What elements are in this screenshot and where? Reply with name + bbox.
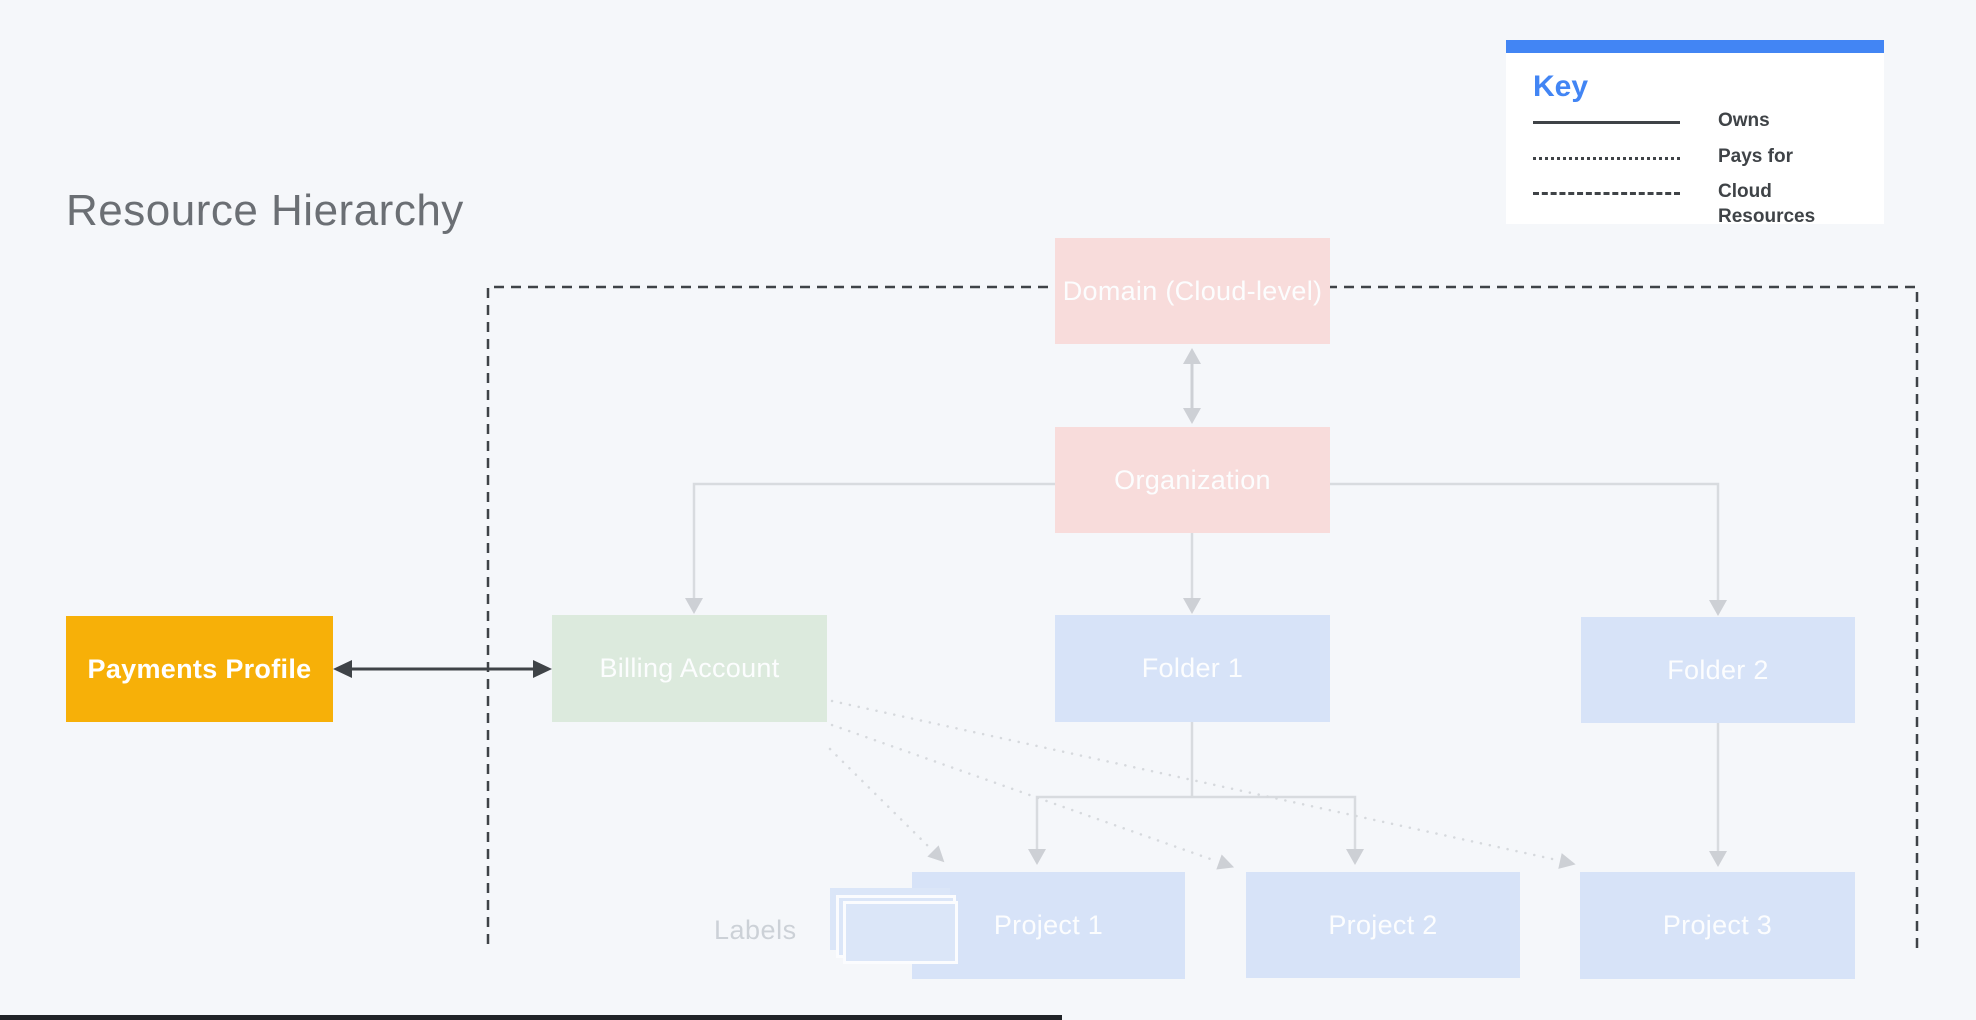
node-folder-2: Folder 2 <box>1581 617 1855 723</box>
org-to-folder2-connector <box>1330 482 1727 616</box>
node-payments-profile: Payments Profile <box>66 616 333 722</box>
node-organization: Organization <box>1055 427 1330 533</box>
legend-title: Key <box>1533 70 1589 103</box>
legend-cloud-resources-label: Cloud Resources <box>1718 181 1816 227</box>
legend-owns-label: Owns <box>1718 110 1770 131</box>
cloud-resources-boundary-dashed-line <box>486 285 1919 953</box>
folder1-to-projects-connector <box>1028 722 1364 865</box>
billing-pays-for-project3-dotted-line <box>830 699 1576 869</box>
node-project-2: Project 2 <box>1246 872 1520 978</box>
legend-pays-for-label: Pays for <box>1718 146 1793 167</box>
labels-caption: Labels <box>714 915 797 945</box>
folder2-to-project3-connector <box>1709 723 1727 867</box>
node-organization-label: Organization <box>1114 464 1271 495</box>
node-billing-account-label: Billing Account <box>599 653 780 683</box>
node-domain-label: Domain (Cloud-level) <box>1062 275 1323 306</box>
label-card-front <box>843 901 958 964</box>
org-to-folder1-connector <box>1183 533 1201 614</box>
node-folder-1: Folder 1 <box>1055 615 1330 722</box>
node-project-3: Project 3 <box>1580 872 1855 979</box>
node-domain: Domain (Cloud-level) <box>1055 238 1330 344</box>
window-bottom-edge <box>0 1015 1062 1020</box>
legend-key-panel: Key Owns Pays for Cloud Resources <box>1506 40 1884 227</box>
domain-organization-link <box>1183 348 1201 424</box>
billing-pays-for-project2-dotted-line <box>830 723 1235 870</box>
legend-cloud-resources-line-sample <box>1533 192 1680 195</box>
org-to-billing-connector <box>685 482 1055 614</box>
payments-billing-owns-link <box>333 660 552 678</box>
node-folder-2-label: Folder 2 <box>1667 654 1769 685</box>
node-project-1-label: Project 1 <box>993 910 1104 940</box>
legend-pays-for-line-sample <box>1533 157 1680 160</box>
legend-owns-line-sample <box>1533 121 1680 124</box>
legend-accent-bar <box>1506 40 1884 53</box>
node-billing-account: Billing Account <box>552 615 827 722</box>
node-folder-1-label: Folder 1 <box>1141 653 1244 683</box>
page-title: Resource Hierarchy <box>66 186 464 235</box>
node-project-2-label: Project 2 <box>1328 909 1438 940</box>
node-project-3-label: Project 3 <box>1662 910 1773 940</box>
billing-pays-for-project1-dotted-line <box>828 747 945 863</box>
node-payments-profile-label: Payments Profile <box>87 653 312 684</box>
